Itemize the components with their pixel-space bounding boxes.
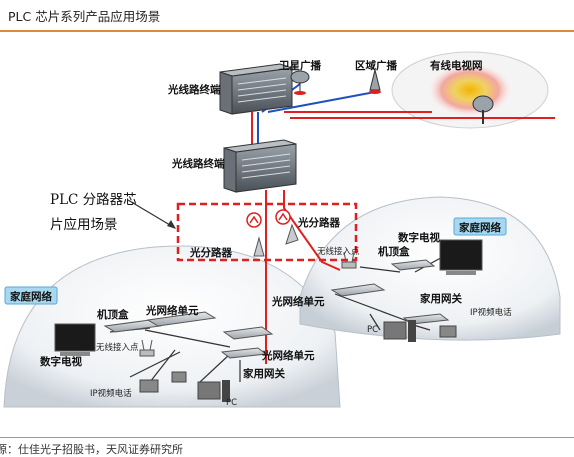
cable-tv-label: 有线电视网	[430, 59, 483, 72]
right-tv-device	[439, 239, 483, 275]
regional-broadcast-label: 区域广播	[355, 59, 397, 72]
left-onu2-device	[222, 326, 274, 340]
olt-top-device	[219, 63, 293, 115]
satellite-label: 卫星广播	[279, 59, 321, 72]
right-ipphone-device	[439, 325, 457, 338]
plc-application-diagram: 光线路终端 卫星广播 区域广播 有线电视网 光线路终端 PLC 分路器芯 片应用…	[3, 51, 561, 408]
splitter-left-arrow-icon	[253, 236, 265, 257]
right-stb-label: 机顶盒	[378, 245, 410, 258]
callout-arrow	[127, 199, 176, 229]
left-wap-label: 无线接入点	[96, 342, 139, 353]
splitter-right-arrow-icon	[285, 223, 299, 245]
home-network-right-badge: 家庭网络	[453, 217, 507, 236]
right-onu-label: 光网络单元	[271, 295, 325, 308]
satellite-dish-icon	[290, 70, 310, 95]
left-pc-device	[197, 380, 230, 402]
callout-arrowhead-icon	[167, 220, 176, 229]
left-onu1-device	[146, 311, 217, 327]
left-onu1-label: 光网络单元	[145, 304, 199, 317]
right-onu-device	[330, 283, 386, 297]
right-pc-device	[383, 320, 416, 342]
top-divider	[0, 30, 574, 32]
home-network-left-badge: 家庭网络	[4, 286, 58, 305]
left-pc-label: PC	[226, 398, 237, 408]
splitter-callout-box	[176, 202, 358, 262]
splitter-left-label: 光分路器	[189, 246, 232, 259]
right-stb-device	[390, 259, 436, 271]
right-tv-label: 数字电视	[397, 231, 440, 244]
splitter-right-label: 光分路器	[297, 216, 340, 229]
left-home-dome	[3, 245, 341, 408]
splitter-right-icon	[275, 209, 291, 225]
callout-text-line1: PLC 分路器芯	[50, 192, 137, 208]
broadcast-tower-icon	[369, 69, 381, 94]
left-ipphone-label: IP视频电话	[90, 388, 132, 399]
bottom-divider	[0, 437, 574, 438]
left-ipphone-device	[139, 379, 159, 393]
left-wap-device	[139, 339, 155, 357]
source-note: 源：仕佳光子招股书，天风证券研究所	[0, 443, 183, 456]
right-wap-device	[341, 251, 357, 269]
left-onu2-label: 光网络单元	[261, 349, 315, 362]
splitter-left-icon	[246, 212, 262, 228]
svg-text:家庭网络: 家庭网络	[10, 290, 52, 303]
olt-top-label: 光线路终端	[167, 83, 221, 96]
left-gateway-device	[220, 347, 268, 359]
right-pc-label: PC	[367, 325, 378, 335]
svg-text:家庭网络: 家庭网络	[459, 221, 501, 234]
left-tv-label: 数字电视	[39, 355, 82, 368]
left-tv-device	[54, 323, 96, 356]
olt-mid-device	[223, 139, 297, 193]
cable-tv-dish-icon	[472, 95, 494, 124]
page-title: PLC 芯片系列产品应用场景	[8, 9, 161, 24]
right-gateway-label: 家用网关	[420, 292, 462, 305]
olt-mid-label: 光线路终端	[171, 157, 225, 170]
callout-text-line2: 片应用场景	[50, 216, 118, 233]
left-stb-label: 机顶盒	[97, 308, 129, 321]
right-wap-label: 无线接入点	[317, 246, 360, 257]
lan-links-right	[334, 253, 449, 331]
left-gateway-label: 家用网关	[243, 367, 285, 380]
left-phone-device	[171, 371, 187, 383]
right-ipphone-label: IP视频电话	[470, 307, 512, 318]
